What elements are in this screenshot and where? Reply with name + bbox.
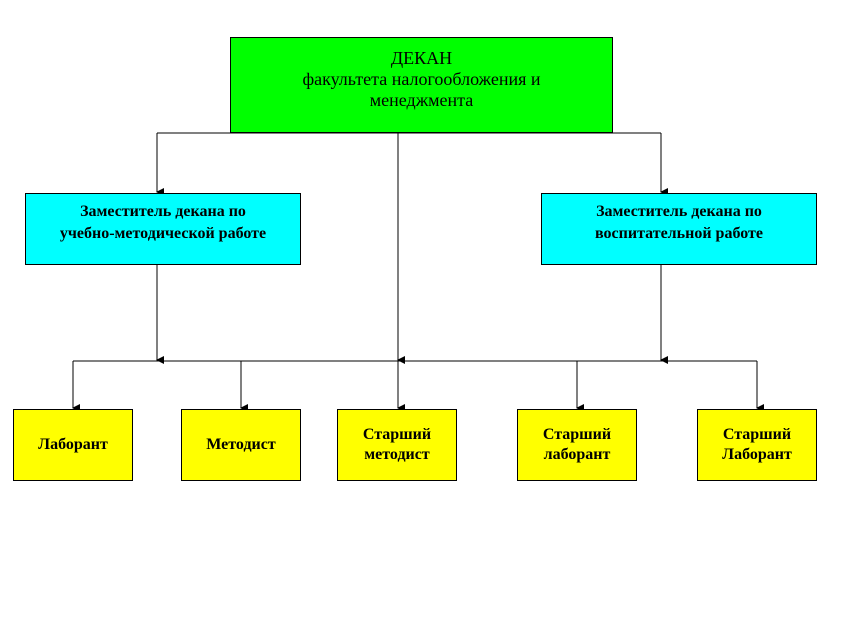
staff-label-line-2: методист [364,446,430,463]
deputy-academic-line-2: учебно-методической работе [59,225,267,242]
deputy-academic-line-1: Заместитель декана по [80,203,246,220]
staff-label-line-1: Старший [362,426,432,443]
deputy-educational-box: Заместитель декана по воспитательной раб… [541,193,817,265]
deputy-educational-line-2: воспитательной работе [595,225,763,242]
staff-label-line-2: лаборант [543,446,611,463]
staff-label: Лаборант [38,436,108,453]
staff-label-line-2: Лаборант [722,446,792,463]
dean-faculty-line-2: менеджмента [369,90,474,110]
staff-label-line-1: Старший [722,426,792,443]
dean-box: ДЕКАН факультета налогообложения и менед… [230,37,613,133]
staff-box-metodist: Методист [181,409,301,481]
deputy-educational-line-1: Заместитель декана по [596,203,762,220]
deputy-academic-box: Заместитель декана по учебно-методическо… [25,193,301,265]
dean-title: ДЕКАН [390,48,453,68]
staff-label-line-1: Старший [542,426,612,443]
dean-faculty-line-1: факультета налогообложения и [302,69,541,89]
staff-box-senior-laborant: Старший лаборант [517,409,637,481]
staff-box-laborant: Лаборант [13,409,133,481]
staff-box-senior-laborant-2: Старший Лаборант [697,409,817,481]
staff-box-senior-metodist: Старший методист [337,409,457,481]
staff-label: Методист [206,436,276,453]
